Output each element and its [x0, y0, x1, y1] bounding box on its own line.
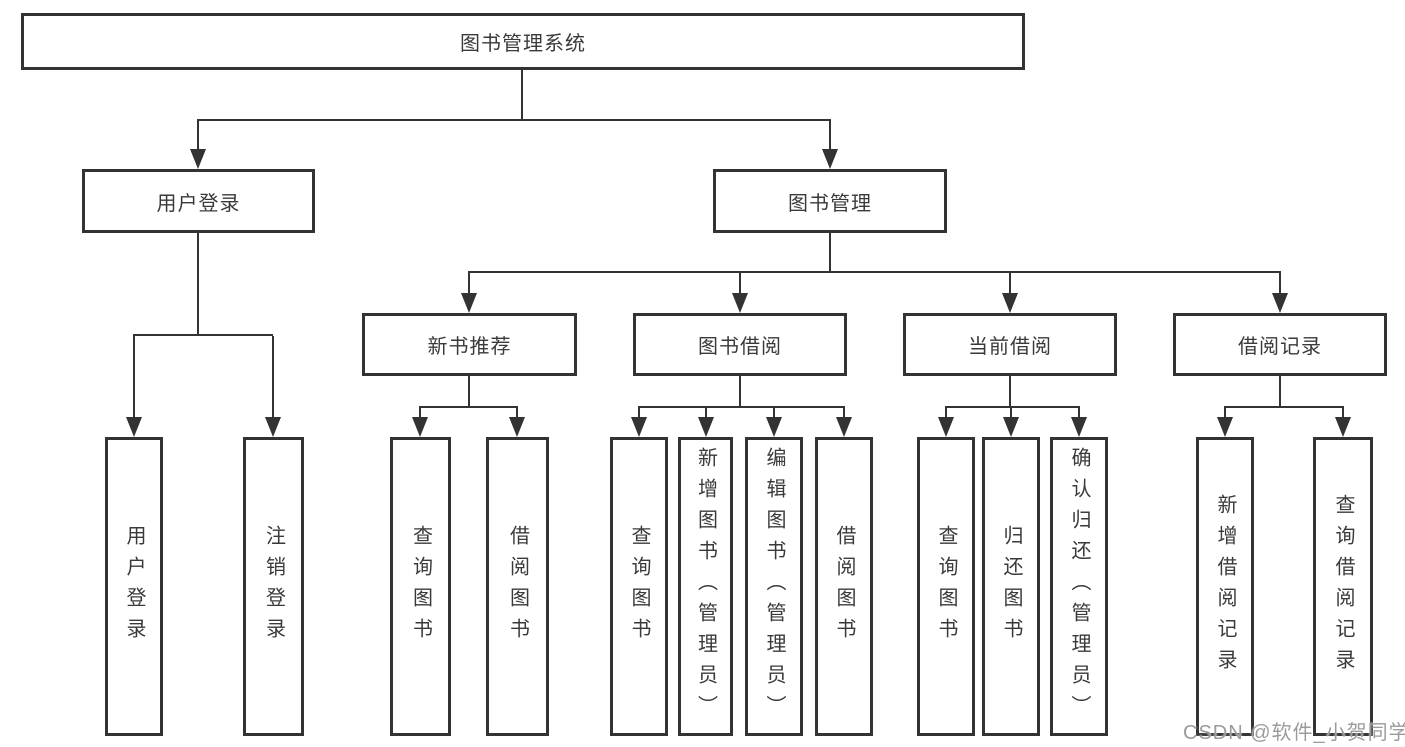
- arrowhead-nb-query-icon: [412, 417, 428, 437]
- node-user-login: 用户登录: [82, 169, 315, 233]
- connector-drop-bb-add: [705, 408, 707, 419]
- node-leaf-newbooks-borrow-label: 借阅图书: [506, 524, 529, 649]
- connector-drop-nb-borrow: [516, 408, 518, 419]
- node-leaf-newbooks-query-label: 查询图书: [409, 524, 432, 649]
- arrowhead-new-books-icon: [461, 293, 477, 313]
- arrowhead-book-borrow-icon: [732, 293, 748, 313]
- node-leaf-user-login: 用户登录: [105, 437, 163, 736]
- connector-root-stem: [521, 69, 523, 121]
- connector-drop-new-books: [468, 273, 470, 295]
- node-root-label: 图书管理系统: [460, 33, 586, 55]
- node-leaf-newbooks-borrow: 借阅图书: [486, 437, 549, 736]
- node-leaf-borrow-edit: 编辑图书（管理员）: [745, 437, 803, 736]
- connector-book-mgmt-rail: [468, 271, 1281, 273]
- node-new-books: 新书推荐: [362, 313, 577, 376]
- node-leaf-current-return: 归还图书: [982, 437, 1040, 736]
- node-book-mgmt-label: 图书管理: [788, 192, 872, 215]
- node-leaf-logout-label: 注销登录: [262, 524, 285, 649]
- connector-drop-cb-confirm: [1078, 408, 1080, 419]
- node-leaf-current-query: 查询图书: [917, 437, 975, 736]
- connector-user-login-rail: [133, 334, 273, 336]
- connector-drop-bb-query: [638, 408, 640, 419]
- connector-drop-borrow-records: [1279, 273, 1281, 295]
- connector-drop-br-query: [1342, 408, 1344, 419]
- connector-drop-leaf-logout: [272, 336, 274, 419]
- node-leaf-newbooks-query: 查询图书: [390, 437, 451, 736]
- node-leaf-user-login-label: 用户登录: [123, 524, 145, 649]
- connector-current-borrow-rail: [945, 406, 1080, 408]
- connector-book-borrow-rail: [638, 406, 845, 408]
- arrowhead-br-add-icon: [1217, 417, 1233, 437]
- arrowhead-bb-edit-icon: [766, 417, 782, 437]
- node-leaf-borrow-query-label: 查询图书: [628, 524, 650, 649]
- node-leaf-borrow-edit-label: 编辑图书（管理员）: [763, 447, 785, 726]
- node-book-borrow: 图书借阅: [633, 313, 847, 376]
- connector-drop-nb-query: [419, 408, 421, 419]
- node-leaf-logout: 注销登录: [243, 437, 304, 736]
- node-borrow-records-label: 借阅记录: [1238, 336, 1322, 358]
- node-leaf-current-query-label: 查询图书: [935, 524, 957, 649]
- connector-drop-leaf-login: [133, 336, 135, 419]
- arrowhead-br-query-icon: [1335, 417, 1351, 437]
- connector-borrow-records-stem: [1279, 376, 1281, 408]
- arrowhead-bb-query-icon: [631, 417, 647, 437]
- connector-drop-cb-return: [1010, 408, 1012, 419]
- arrowhead-book-mgmt-icon: [822, 149, 838, 169]
- node-root: 图书管理系统: [21, 13, 1025, 70]
- node-leaf-records-add-label: 新增借阅记录: [1214, 493, 1236, 680]
- connector-book-mgmt-stem: [829, 233, 831, 273]
- arrowhead-cb-return-icon: [1003, 417, 1019, 437]
- node-leaf-records-query-label: 查询借阅记录: [1332, 493, 1354, 680]
- connector-user-login-stem: [197, 233, 199, 336]
- node-borrow-records: 借阅记录: [1173, 313, 1387, 376]
- connector-drop-cb-query: [945, 408, 947, 419]
- connector-book-borrow-stem: [739, 376, 741, 408]
- node-new-books-label: 新书推荐: [427, 336, 512, 358]
- node-leaf-borrow-borrow: 借阅图书: [815, 437, 873, 736]
- arrowhead-bb-borrow-icon: [836, 417, 852, 437]
- node-current-borrow: 当前借阅: [903, 313, 1117, 376]
- arrowhead-cb-query-icon: [938, 417, 954, 437]
- node-current-borrow-label: 当前借阅: [968, 336, 1052, 358]
- node-leaf-borrow-query: 查询图书: [610, 437, 668, 736]
- node-book-borrow-label: 图书借阅: [698, 336, 782, 358]
- connector-drop-br-add: [1224, 408, 1226, 419]
- arrowhead-cb-confirm-icon: [1071, 417, 1087, 437]
- connector-new-books-stem: [468, 376, 470, 408]
- arrowhead-nb-borrow-icon: [509, 417, 525, 437]
- arrowhead-user-login-icon: [190, 149, 206, 169]
- connector-root-rail: [197, 119, 831, 121]
- arrowhead-bb-add-icon: [698, 417, 714, 437]
- node-leaf-borrow-borrow-label: 借阅图书: [833, 524, 855, 649]
- arrowhead-leaf-logout-icon: [265, 417, 281, 437]
- arrowhead-leaf-login-icon: [126, 417, 142, 437]
- arrowhead-borrow-records-icon: [1272, 293, 1288, 313]
- node-book-mgmt: 图书管理: [713, 169, 947, 233]
- arrowhead-current-borrow-icon: [1002, 293, 1018, 313]
- node-leaf-records-query: 查询借阅记录: [1313, 437, 1373, 736]
- connector-borrow-records-rail: [1224, 406, 1344, 408]
- connector-drop-bb-borrow: [843, 408, 845, 419]
- connector-new-books-rail: [419, 406, 518, 408]
- connector-drop-user-login: [197, 121, 199, 151]
- connector-drop-current-borrow: [1009, 273, 1011, 295]
- node-leaf-borrow-add: 新增图书（管理员）: [678, 437, 733, 736]
- node-leaf-current-confirm: 确认归还（管理员）: [1050, 437, 1108, 736]
- node-leaf-current-confirm-label: 确认归还（管理员）: [1068, 447, 1090, 726]
- connector-drop-book-borrow: [739, 273, 741, 295]
- watermark: CSDN @软件_小贺同学: [1183, 722, 1405, 744]
- connector-drop-bb-edit: [773, 408, 775, 419]
- connector-current-borrow-stem: [1009, 376, 1011, 408]
- node-leaf-records-add: 新增借阅记录: [1196, 437, 1254, 736]
- node-leaf-current-return-label: 归还图书: [1000, 524, 1022, 649]
- node-user-login-label: 用户登录: [156, 192, 241, 215]
- connector-drop-book-mgmt: [829, 121, 831, 151]
- node-leaf-borrow-add-label: 新增图书（管理员）: [694, 447, 717, 726]
